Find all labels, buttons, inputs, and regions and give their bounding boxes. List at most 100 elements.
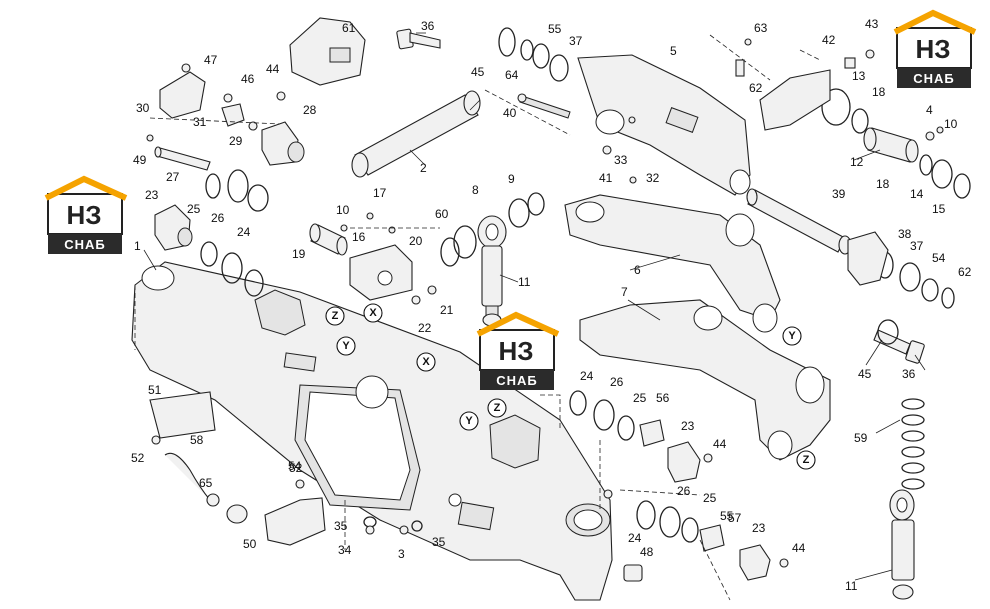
part-label-6: 6 bbox=[634, 263, 641, 277]
part-label-29: 29 bbox=[229, 134, 243, 148]
cylinder-lower bbox=[889, 489, 915, 600]
part-label-37-dup: 37 bbox=[910, 239, 924, 253]
part-label-60: 60 bbox=[435, 207, 449, 221]
callout-x-1: X bbox=[363, 303, 383, 323]
part-label-14: 14 bbox=[910, 187, 924, 201]
part-label-7: 7 bbox=[621, 285, 628, 299]
part-label-27: 27 bbox=[166, 170, 180, 184]
callout-letter: Y bbox=[788, 330, 796, 342]
cylinder-upper bbox=[477, 215, 507, 327]
part-label-26: 26 bbox=[211, 211, 225, 225]
logo-subtitle: СНАБ bbox=[64, 237, 106, 252]
part-label-24: 24 bbox=[237, 225, 251, 239]
part-label-49: 49 bbox=[133, 153, 147, 167]
part-label-17: 17 bbox=[373, 186, 387, 200]
logo-letters: НЗ bbox=[66, 200, 101, 230]
callout-letter: Z bbox=[803, 454, 810, 466]
axle-housing bbox=[131, 261, 613, 601]
part-label-55-dup: 55 bbox=[720, 509, 734, 523]
callout-circle bbox=[782, 326, 802, 346]
part-label-34: 34 bbox=[338, 543, 352, 557]
hose-56 bbox=[164, 452, 211, 501]
callout-letter: Y bbox=[465, 415, 473, 427]
part-label-54-dup: 54 bbox=[932, 251, 946, 265]
part-label-23-dup: 23 bbox=[681, 419, 695, 433]
part-label-20: 20 bbox=[409, 234, 423, 248]
part-label-45: 45 bbox=[471, 65, 485, 79]
part-label-24-dup: 24 bbox=[580, 369, 594, 383]
rings-center bbox=[440, 192, 545, 267]
plates-55 bbox=[639, 419, 725, 552]
callout-y-6: Y bbox=[782, 326, 802, 346]
part-label-57: 57 bbox=[728, 511, 742, 525]
pin-19 bbox=[309, 223, 348, 256]
part-label-62-dup: 62 bbox=[958, 265, 972, 279]
flange-23-low bbox=[739, 544, 771, 581]
part-label-59: 59 bbox=[854, 431, 868, 445]
callout-circle bbox=[325, 306, 345, 326]
part-label-25-dup: 25 bbox=[633, 391, 647, 405]
sensor-30 bbox=[159, 71, 206, 119]
part-label-64: 64 bbox=[505, 68, 519, 82]
part-label-37: 37 bbox=[569, 34, 583, 48]
callout-letter: Z bbox=[332, 310, 339, 322]
part-label-18-dup: 18 bbox=[876, 177, 890, 191]
part-label-18: 18 bbox=[872, 85, 886, 99]
part-label-52: 52 bbox=[131, 451, 145, 465]
part-label-61: 61 bbox=[342, 21, 356, 35]
plate-51 bbox=[149, 391, 216, 439]
flange-23-mid bbox=[667, 441, 701, 483]
part-label-13: 13 bbox=[852, 69, 866, 83]
part-label-58: 58 bbox=[190, 433, 204, 447]
callout-z-7: Z bbox=[796, 450, 816, 470]
fittings-63-64 bbox=[206, 493, 248, 524]
part-number-labels: 1234567891011121314151617181920212223242… bbox=[131, 17, 972, 593]
part-label-22: 22 bbox=[418, 321, 432, 335]
callout-circle bbox=[416, 352, 436, 372]
bolt-40 bbox=[517, 93, 571, 119]
part-label-40: 40 bbox=[503, 106, 517, 120]
logo-letters: НЗ bbox=[915, 34, 950, 64]
part-label-12: 12 bbox=[850, 155, 864, 169]
rings-top-right bbox=[498, 27, 569, 82]
part-label-52-dup: 52 bbox=[289, 461, 303, 475]
part-label-10: 10 bbox=[336, 203, 350, 217]
part-label-56: 56 bbox=[656, 391, 670, 405]
part-label-10-dup: 10 bbox=[944, 117, 958, 131]
pin-2 bbox=[351, 90, 481, 178]
part-label-28: 28 bbox=[303, 103, 317, 117]
part-label-11-dup: 11 bbox=[845, 579, 858, 593]
callout-letter: X bbox=[422, 356, 430, 368]
part-label-45-dup: 45 bbox=[858, 367, 872, 381]
part-label-35: 35 bbox=[334, 519, 348, 533]
part-label-23: 23 bbox=[145, 188, 159, 202]
part-label-31: 31 bbox=[193, 115, 207, 129]
part-label-5: 5 bbox=[670, 44, 677, 58]
part-label-23-dup: 23 bbox=[752, 521, 766, 535]
part-label-36: 36 bbox=[421, 19, 435, 33]
rings-right-column bbox=[821, 88, 971, 309]
part-label-15: 15 bbox=[932, 202, 946, 216]
callout-letter: Y bbox=[342, 340, 350, 352]
pin-12 bbox=[863, 127, 919, 163]
part-label-39: 39 bbox=[832, 187, 846, 201]
bolt-36-top bbox=[396, 28, 441, 50]
bracket-50 bbox=[264, 497, 326, 546]
part-label-25-dup: 25 bbox=[703, 491, 717, 505]
part-label-11: 11 bbox=[518, 275, 531, 289]
bracket-top bbox=[577, 54, 751, 196]
callout-z-0: Z bbox=[325, 306, 345, 326]
callout-y-4: Y bbox=[459, 411, 479, 431]
part-label-26-dup: 26 bbox=[610, 375, 624, 389]
part-label-36-dup: 36 bbox=[902, 367, 916, 381]
callout-letter: X bbox=[369, 307, 377, 319]
part-label-8: 8 bbox=[472, 183, 479, 197]
flange-28 bbox=[261, 121, 305, 166]
part-label-30: 30 bbox=[136, 101, 150, 115]
logo-top-right: НЗ СНАБ bbox=[893, 9, 977, 88]
logo-left: НЗ СНАБ bbox=[44, 175, 128, 254]
part-label-55: 55 bbox=[548, 22, 562, 36]
assembly-lines bbox=[134, 34, 821, 601]
part-label-51: 51 bbox=[148, 383, 162, 397]
